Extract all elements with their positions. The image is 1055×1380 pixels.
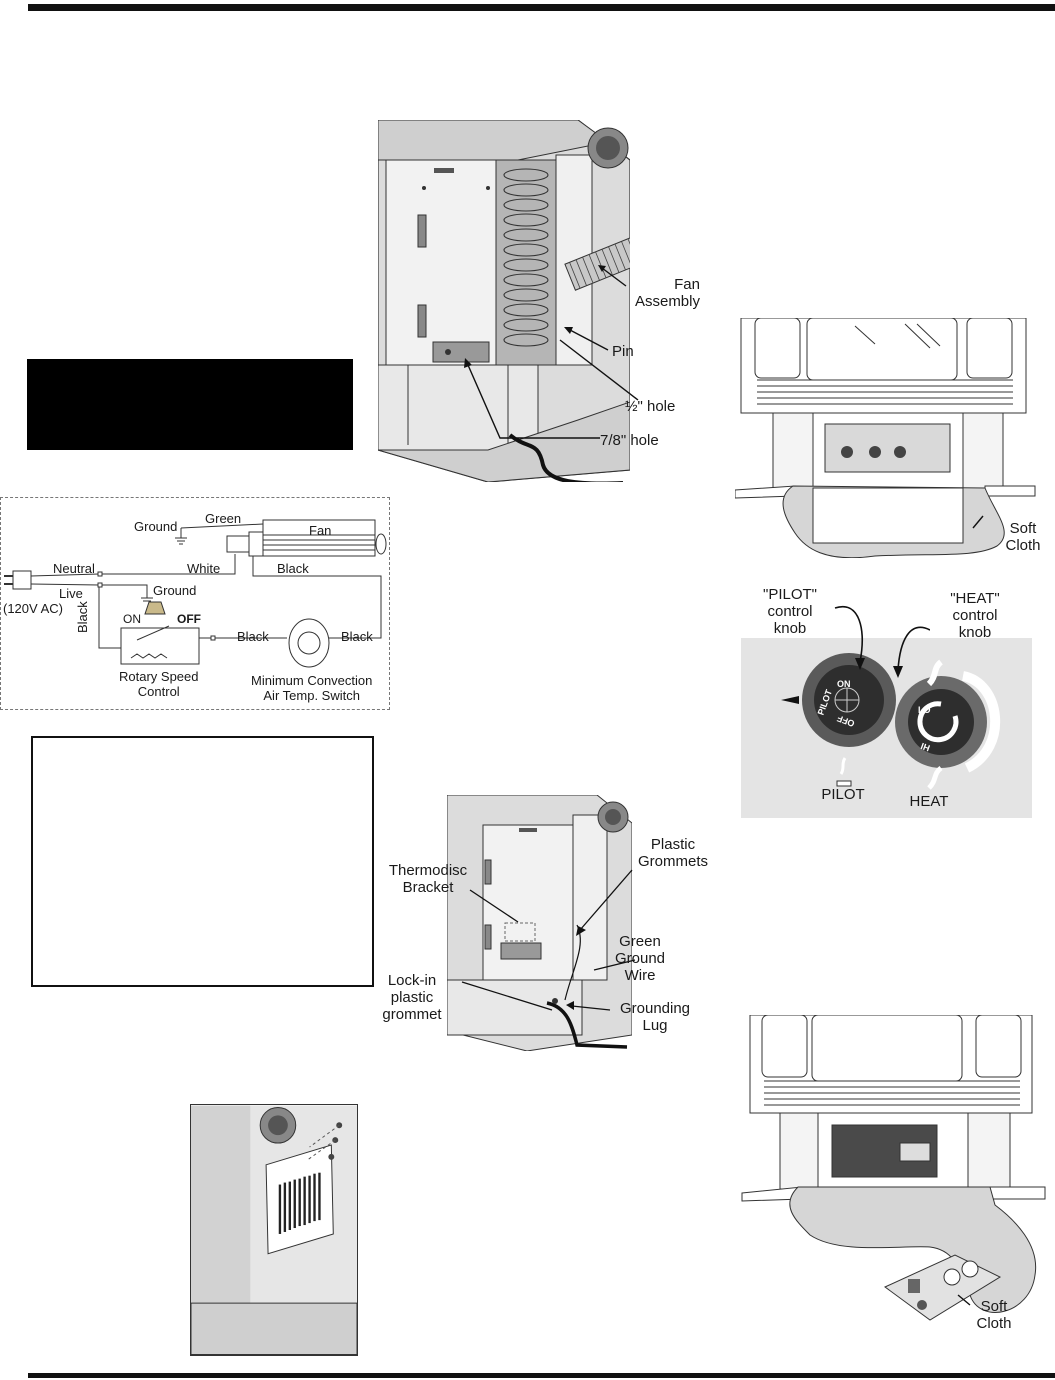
pin-label: Pin xyxy=(612,343,634,360)
soft-cloth-label-top: Soft Cloth xyxy=(1005,520,1041,554)
black-heading-box xyxy=(27,359,353,450)
wiring-ground-mid: Ground xyxy=(153,583,197,598)
plastic-grommets-label: Plastic Grommets xyxy=(638,836,709,870)
fan-assembly-drawing xyxy=(378,120,630,482)
wiring-white: White xyxy=(187,561,221,576)
wiring-neutral: Neutral xyxy=(53,561,95,576)
valve-knob-drawing xyxy=(741,638,1032,818)
control-knobs-figure xyxy=(741,638,1032,818)
wiring-black-vertical: Black xyxy=(75,601,90,633)
half-hole-label: ½" hole xyxy=(625,398,676,415)
wiring-green: Green xyxy=(205,511,242,526)
wiring-fan: Fan xyxy=(309,523,332,538)
bottom-rule xyxy=(28,1373,1055,1378)
pilot-caption: PILOT xyxy=(821,786,865,803)
stove-panel-removed-drawing xyxy=(741,1015,1046,1321)
pilot-knob-ring-on: ON xyxy=(837,679,851,689)
fan-leader-lines xyxy=(559,265,639,401)
lock-in-grommet-label: Lock-in plastic grommet xyxy=(382,972,442,1023)
wiring-voltage: (120V AC) xyxy=(3,601,63,616)
wiring-diagram: Ground Green Fan Neutral White Black Liv… xyxy=(0,497,390,710)
wiring-black-mid: Black xyxy=(237,629,269,644)
wiring-black-top: Black xyxy=(277,561,309,576)
panel-removal-drawing xyxy=(191,1105,357,1355)
knob-leader-arrows xyxy=(834,605,930,678)
wiring-on: ON xyxy=(123,612,141,626)
thermodisc-drawing xyxy=(447,795,632,1051)
thermodisc-leader-lines xyxy=(461,869,636,1011)
stove-front-drawing xyxy=(735,318,1036,558)
wiring-live: Live xyxy=(59,586,83,601)
seven-eighth-hole-label: 7/8" hole xyxy=(600,432,659,449)
fan-assembly-label: Fan Assembly xyxy=(634,276,700,310)
grounding-lug-label: Grounding Lug xyxy=(619,1000,691,1034)
wiring-rotary-speed-control: Rotary Speed Control xyxy=(119,669,199,699)
thermodisc-figure xyxy=(447,795,632,1051)
heat-caption: HEAT xyxy=(909,793,949,810)
valve-access-figure-top xyxy=(735,318,1055,558)
pilot-control-knob-label: "PILOT" control knob xyxy=(763,586,817,637)
hole-leader-line xyxy=(464,358,600,439)
wiring-black-right: Black xyxy=(341,629,373,644)
wiring-min-switch: Minimum Convection Air Temp. Switch xyxy=(251,673,373,703)
wiring-diagram-lines xyxy=(4,519,387,668)
thermodisc-bracket-label: Thermodisc Bracket xyxy=(388,862,468,896)
side-panel-figure xyxy=(190,1104,358,1356)
wiring-off: OFF xyxy=(177,612,201,626)
green-ground-wire-label: Green Ground Wire xyxy=(614,933,666,984)
top-rule xyxy=(28,4,1055,11)
soft-cloth-label-bottom: Soft Cloth xyxy=(976,1298,1012,1332)
heat-control-knob-label: "HEAT" control knob xyxy=(950,590,1000,641)
wiring-ground-top: Ground xyxy=(134,519,178,534)
valve-access-figure-bottom xyxy=(740,1015,1055,1345)
fan-assembly-figure xyxy=(378,120,630,482)
heat-knob-ring-lo: LO xyxy=(918,705,931,715)
note-box xyxy=(31,736,374,987)
